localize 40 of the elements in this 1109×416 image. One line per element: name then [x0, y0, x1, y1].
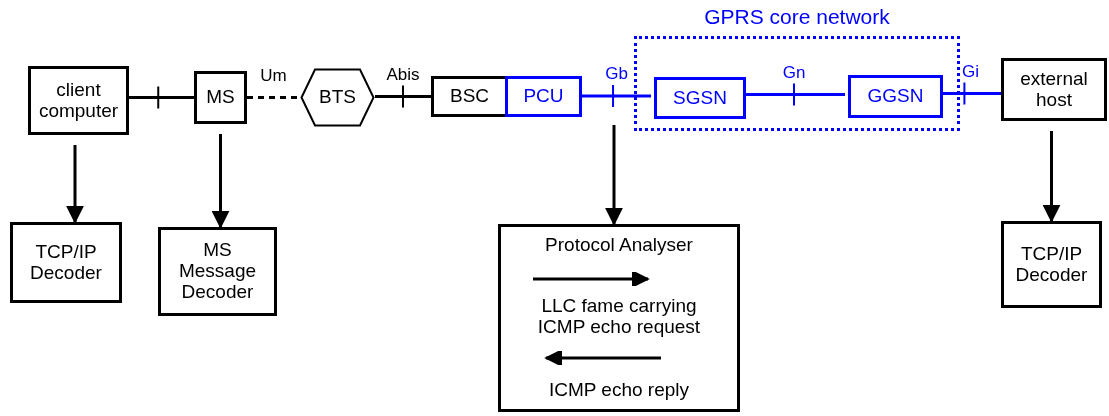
edge-label: Gi: [962, 61, 979, 82]
process-box: [505, 76, 582, 117]
node-label: external host: [1019, 68, 1089, 111]
node-label: TCP/IP Decoder: [29, 241, 103, 284]
message-label: ICMP echo reply: [548, 379, 690, 401]
process-box: [431, 76, 505, 117]
group-title: GPRS core network: [703, 5, 891, 29]
process-box: [654, 77, 746, 119]
process-box: [1001, 58, 1107, 121]
arrow: [211, 134, 230, 229]
edge-label: Um: [260, 65, 287, 86]
message-label: LLC fame carrying ICMP echo request: [536, 296, 702, 338]
edge-label: Abis: [386, 64, 420, 85]
node-label: BTS: [318, 87, 357, 108]
connector-line: [582, 94, 651, 98]
analyser-box: [498, 224, 740, 412]
connector-line: [375, 95, 431, 98]
node-label: BSC: [448, 86, 491, 107]
process-box: [1001, 221, 1102, 308]
connector-line: [129, 96, 194, 99]
node-label: GGSN: [866, 86, 925, 107]
arrow: [66, 145, 84, 224]
edge-label: Gb: [605, 64, 628, 84]
node-label: MS Message Decoder: [177, 240, 258, 303]
process-box: [848, 75, 943, 118]
connector-line: [247, 96, 300, 99]
node-label: PCU: [522, 86, 565, 107]
hexagon-node: [300, 68, 375, 127]
process-box: [28, 66, 129, 135]
arrow: [1042, 131, 1061, 223]
node-label: client computer: [37, 79, 120, 122]
arrow: [605, 125, 623, 226]
node-label: MS: [205, 87, 236, 108]
process-box: [158, 227, 277, 316]
edge-label: Gn: [782, 62, 806, 83]
process-box: [194, 71, 247, 124]
box-heading: Protocol Analyser: [545, 235, 693, 257]
process-box: [10, 222, 122, 303]
node-label: SGSN: [672, 87, 728, 109]
node-label: TCP/IP Decoder: [1014, 243, 1089, 286]
